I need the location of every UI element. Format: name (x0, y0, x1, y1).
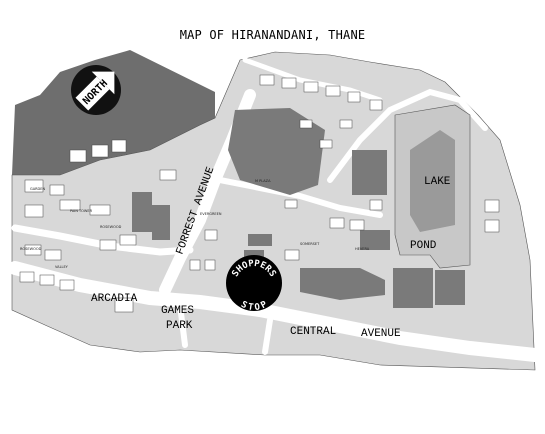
lake-building (410, 130, 455, 232)
svg-text:ROSEWOOD: ROSEWOOD (20, 247, 42, 251)
svg-text:VALLEY: VALLEY (55, 265, 69, 269)
building-large-north (228, 108, 325, 195)
label-arcadia: ARCADIA (91, 293, 138, 305)
loop-road-east (327, 88, 488, 183)
label-lake: LAKE (424, 176, 451, 188)
road-north (242, 57, 383, 103)
compass: NORTH (71, 65, 121, 115)
label-games: GAMES (161, 305, 194, 317)
road-southeast (262, 317, 273, 355)
label-avenue: AVENUE (361, 328, 401, 340)
building-lake-west (352, 150, 387, 195)
svg-text:HEVERA: HEVERA (355, 247, 370, 251)
shoppers-stop-top: SHOPPERS (231, 259, 278, 279)
small-blocks (19, 74, 500, 313)
building-near-stop (248, 234, 272, 246)
building-pond-west (360, 230, 390, 250)
svg-text:EVERGREEN: EVERGREEN (200, 212, 222, 216)
building-mall (300, 268, 385, 300)
svg-text:M PLAZA: M PLAZA (255, 179, 271, 183)
street-text: GARDEN PAIN TOWER ROSEWOOD EVERGREEN M P… (20, 179, 370, 269)
cross-road-east (217, 177, 383, 218)
building-west-1 (132, 192, 152, 232)
dark-region (12, 50, 215, 175)
label-central: CENTRAL (290, 326, 336, 338)
building-east-1 (393, 268, 433, 308)
label-park: PARK (166, 320, 193, 332)
road-south-branch (177, 302, 188, 348)
building-west-2 (152, 205, 170, 240)
svg-text:ROSEWOOD: ROSEWOOD (100, 225, 122, 229)
svg-text:SOMERSET: SOMERSET (300, 242, 320, 246)
label-pond: POND (410, 240, 437, 252)
map-title: MAP OF HIRANANDANI, THANE (179, 28, 366, 42)
svg-text:PAIN TOWER: PAIN TOWER (70, 209, 93, 213)
building-east-2 (435, 270, 465, 305)
buildings (132, 108, 465, 308)
svg-text:GARDEN: GARDEN (30, 187, 45, 191)
shoppers-stop-logo: SHOPPERS STOP (226, 255, 282, 313)
